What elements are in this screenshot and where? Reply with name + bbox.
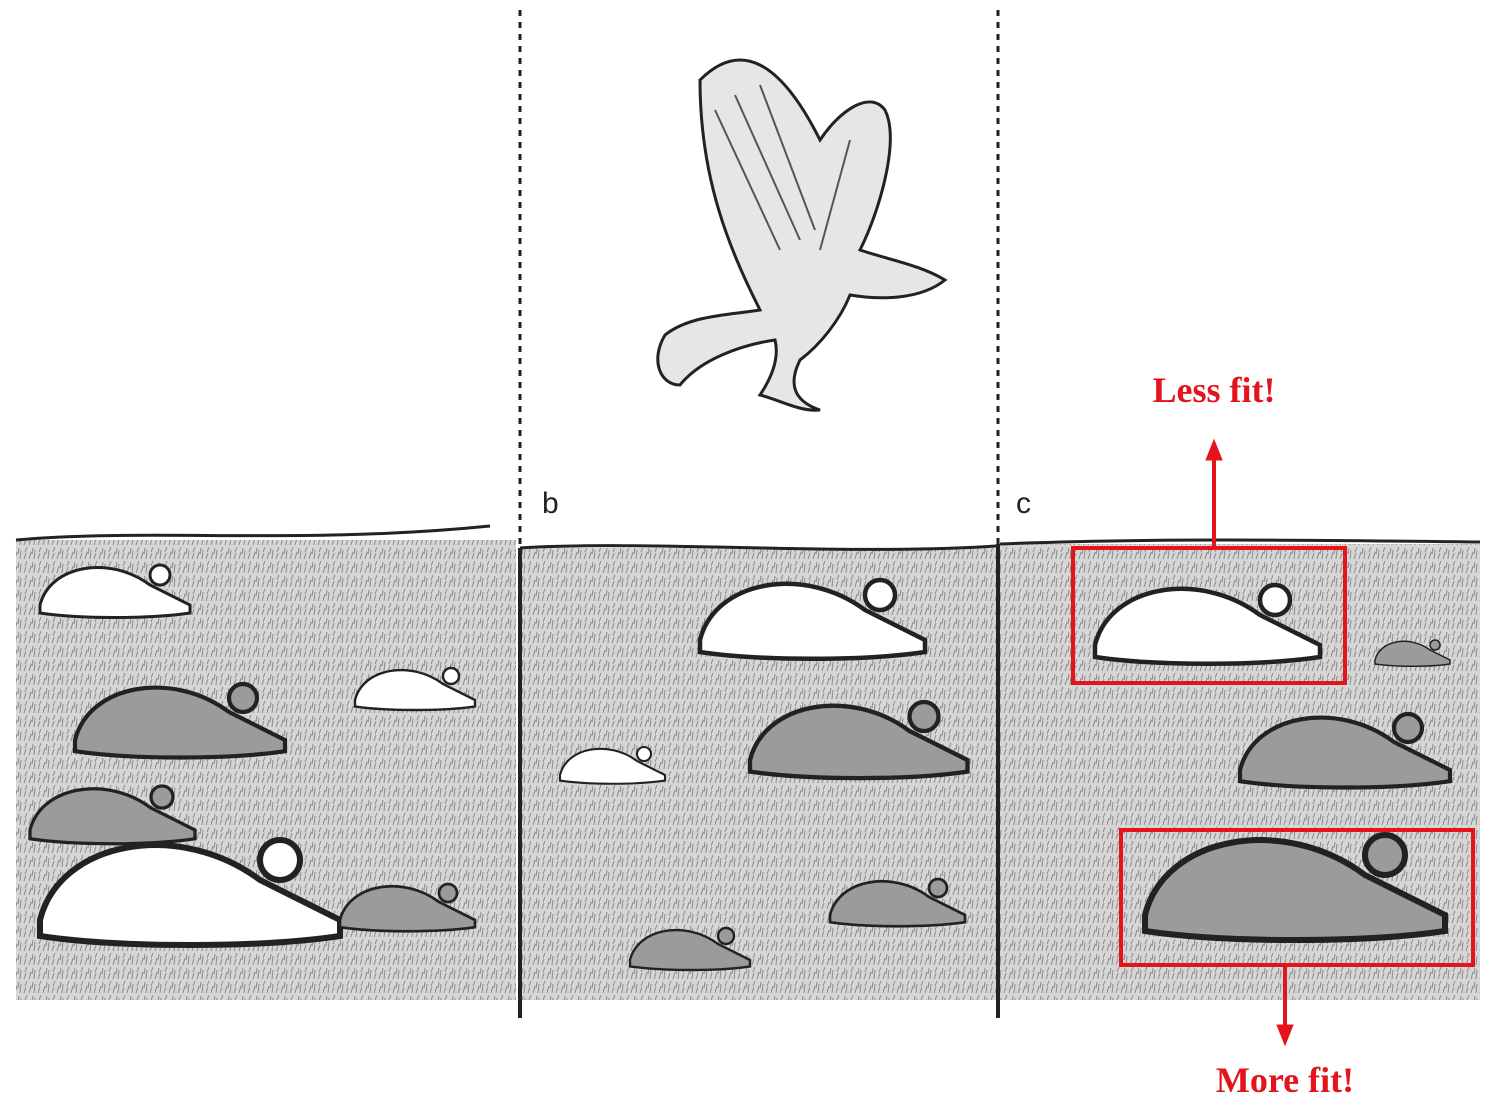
more-fit-label: More fit! bbox=[1216, 1060, 1354, 1099]
ground-line-a bbox=[16, 526, 490, 540]
hawk-icon bbox=[658, 60, 945, 410]
less-fit-label: Less fit! bbox=[1153, 370, 1276, 410]
ground-line-c bbox=[1000, 540, 1480, 544]
less-fit-arrowhead bbox=[1206, 440, 1222, 460]
panel-label-c: c bbox=[1016, 487, 1031, 520]
panel-label-b: b bbox=[542, 487, 559, 520]
more-fit-arrowhead bbox=[1277, 1025, 1293, 1045]
